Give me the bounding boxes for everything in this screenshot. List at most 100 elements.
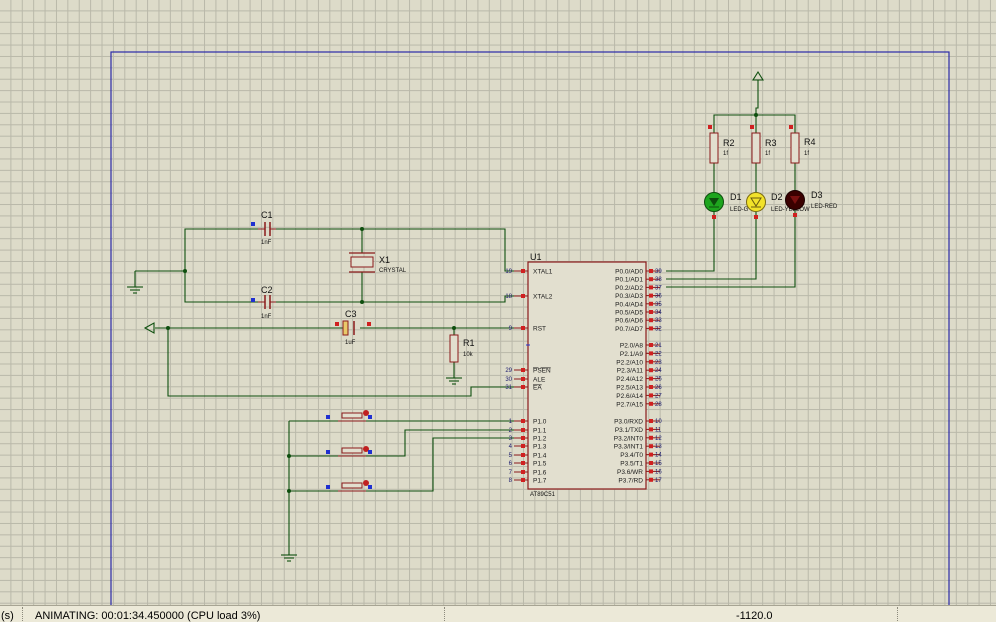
ground-symbol-2 <box>446 377 462 385</box>
pin-marker <box>649 285 653 290</box>
pin-name-label: P0.0/AD0 <box>615 269 643 276</box>
pin-number-label: 6 <box>509 461 513 467</box>
pin-marker <box>649 359 653 364</box>
pin-marker <box>521 326 525 330</box>
resistor-r4[interactable]: R4 1f <box>789 125 816 164</box>
reset-terminal-arrow[interactable] <box>143 322 155 334</box>
pin-name-label: P1.0 <box>533 419 547 426</box>
c3-value-label: 1uF <box>345 340 356 346</box>
led-d2[interactable]: D2 LED-YELLOW <box>746 192 811 219</box>
pin-name-label: P3.5/T1 <box>620 461 643 468</box>
r1-value-label: 10k <box>463 352 474 358</box>
pin-number-label: 7 <box>509 470 513 476</box>
r3-value-label: 1f <box>765 151 770 157</box>
pin-number-label: 22 <box>655 351 662 357</box>
pin-number-label: 5 <box>509 453 513 459</box>
pin-number-label: 25 <box>655 377 662 383</box>
pin-marker <box>649 310 653 314</box>
pin-name-label: P3.3/INT1 <box>614 444 644 451</box>
pin-marker <box>649 419 653 423</box>
pin-name-label: XTAL1 <box>533 269 553 276</box>
push-button-1[interactable] <box>326 410 372 422</box>
capacitor-c3[interactable]: C3 1uF <box>335 309 371 346</box>
c1-ref-label: C1 <box>261 210 273 220</box>
push-button-2[interactable] <box>326 446 372 457</box>
pin-number-label: 12 <box>655 436 662 442</box>
pin-name-label: P1.3 <box>533 444 547 451</box>
pin-number-label: 9 <box>509 326 513 332</box>
resistor-r1[interactable]: R1 10k <box>449 334 475 363</box>
pin-marker <box>649 343 653 347</box>
pin-marker <box>649 461 653 465</box>
pin-number-label: 18 <box>505 294 512 300</box>
pin-number-label: 2 <box>509 428 513 434</box>
x1-value-label: CRYSTAL <box>379 268 407 274</box>
pin-name-label: P2.1/A9 <box>620 351 644 358</box>
pin-marker <box>649 277 653 282</box>
capacitor-c1[interactable]: C1 1nF <box>251 210 276 246</box>
pin-marker <box>521 444 525 448</box>
pin-marker <box>521 428 525 432</box>
wire-junctions <box>166 113 758 493</box>
u1-body[interactable] <box>527 261 647 490</box>
pin-number-label: 15 <box>655 461 662 467</box>
pin-marker <box>649 452 653 457</box>
pin-number-label: 3 <box>509 436 513 442</box>
pin-number-label: 8 <box>509 478 513 484</box>
crystal-x1[interactable]: X1 CRYSTAL <box>349 252 407 274</box>
pin-number-label: 27 <box>655 393 662 399</box>
power-terminal-arrow[interactable] <box>752 70 764 81</box>
status-coordinate: -1120.0 <box>736 610 773 622</box>
sheet-border <box>110 51 950 605</box>
pin-name-label: P3.0/RXD <box>614 419 643 426</box>
schematic-editor-canvas[interactable]: C1 1nF C2 1nF X1 CRYSTAL C3 1uF R1 10k R… <box>0 0 996 605</box>
pin-number-label: 30 <box>505 377 512 383</box>
pin-name-label: P0.2/AD2 <box>615 285 643 292</box>
schematic-drawing[interactable]: C1 1nF C2 1nF X1 CRYSTAL C3 1uF R1 10k R… <box>0 0 996 605</box>
ground-symbol-1 <box>127 286 143 294</box>
pin-name-label: P2.2/A10 <box>616 359 643 366</box>
r4-ref-label: R4 <box>804 137 816 147</box>
pin-name-label: P0.6/AD6 <box>615 318 643 325</box>
resistor-r2[interactable]: R2 1f <box>708 125 735 164</box>
capacitor-c2[interactable]: C2 1nF <box>251 285 276 320</box>
pin-name-label: PSEN <box>533 368 551 375</box>
pin-number-label: 10 <box>655 419 662 425</box>
resistor-r3[interactable]: R3 1f <box>750 125 777 164</box>
pin-name-label: P3.6/WR <box>617 469 643 476</box>
pin-marker <box>649 435 653 440</box>
r4-value-label: 1f <box>804 151 809 157</box>
pin-number-label: 36 <box>655 294 662 300</box>
d1-value-label: LED-G <box>730 207 749 213</box>
pin-name-label: P0.3/AD3 <box>615 293 643 300</box>
u1-part-label: AT89C51 <box>530 492 556 498</box>
pin-name-label: P3.2/INT0 <box>614 435 644 442</box>
led-d1[interactable]: D1 LED-G <box>704 192 749 219</box>
d2-value-label: LED-YELLOW <box>771 207 810 213</box>
led-d3[interactable]: D3 LED-RED <box>785 190 839 217</box>
pin-marker <box>649 477 653 482</box>
pin-number-label: 19 <box>505 269 512 275</box>
d2-ref-label: D2 <box>771 192 783 202</box>
pin-number-label: 26 <box>655 385 662 391</box>
pin-name-label: P3.7/RD <box>618 477 643 484</box>
pin-number-label: 13 <box>655 444 662 450</box>
pin-marker <box>649 301 653 306</box>
pin-number-label: 33 <box>655 318 662 324</box>
d3-ref-label: D3 <box>811 190 823 200</box>
pin-name-label: P2.0/A8 <box>620 343 644 350</box>
d1-ref-label: D1 <box>730 192 742 202</box>
pin-name-label: P2.4/A12 <box>616 376 643 383</box>
pin-marker <box>521 436 525 440</box>
pin-marker <box>649 401 653 406</box>
pin-number-label: 1 <box>509 419 513 425</box>
push-button-3[interactable] <box>326 480 372 492</box>
pin-name-label: P1.5 <box>533 461 547 468</box>
pin-number-label: 39 <box>655 269 662 275</box>
pin-number-label: 34 <box>655 310 662 316</box>
pin-name-label: P0.1/AD1 <box>615 277 643 284</box>
pin-name-label: P1.7 <box>533 478 547 485</box>
c3-ref-label: C3 <box>345 309 357 319</box>
